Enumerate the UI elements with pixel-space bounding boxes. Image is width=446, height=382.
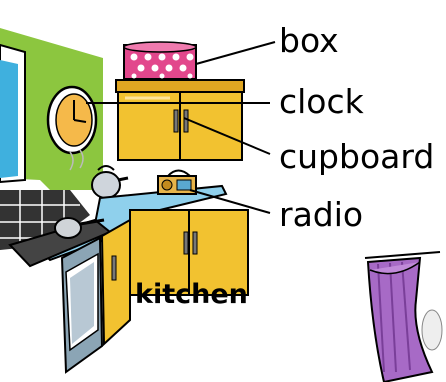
radio-icon	[157, 169, 197, 195]
leader-lines	[86, 41, 276, 214]
wall-tiles	[0, 190, 90, 250]
label-cupboard: cupboard	[279, 137, 435, 176]
label-radio: radio	[279, 195, 364, 234]
cupboard-icon	[115, 79, 245, 161]
clock-icon	[46, 85, 98, 155]
window-pane	[0, 60, 18, 178]
curtain-icon	[364, 251, 443, 382]
lower-cupboards	[100, 209, 249, 347]
box-icon	[123, 41, 197, 80]
page-title: kitchen	[135, 279, 248, 310]
oven-icon	[60, 236, 104, 374]
stove-icon	[8, 217, 112, 268]
label-box: box	[279, 21, 339, 60]
label-clock: clock	[279, 82, 364, 121]
kettle-icon	[69, 149, 129, 199]
